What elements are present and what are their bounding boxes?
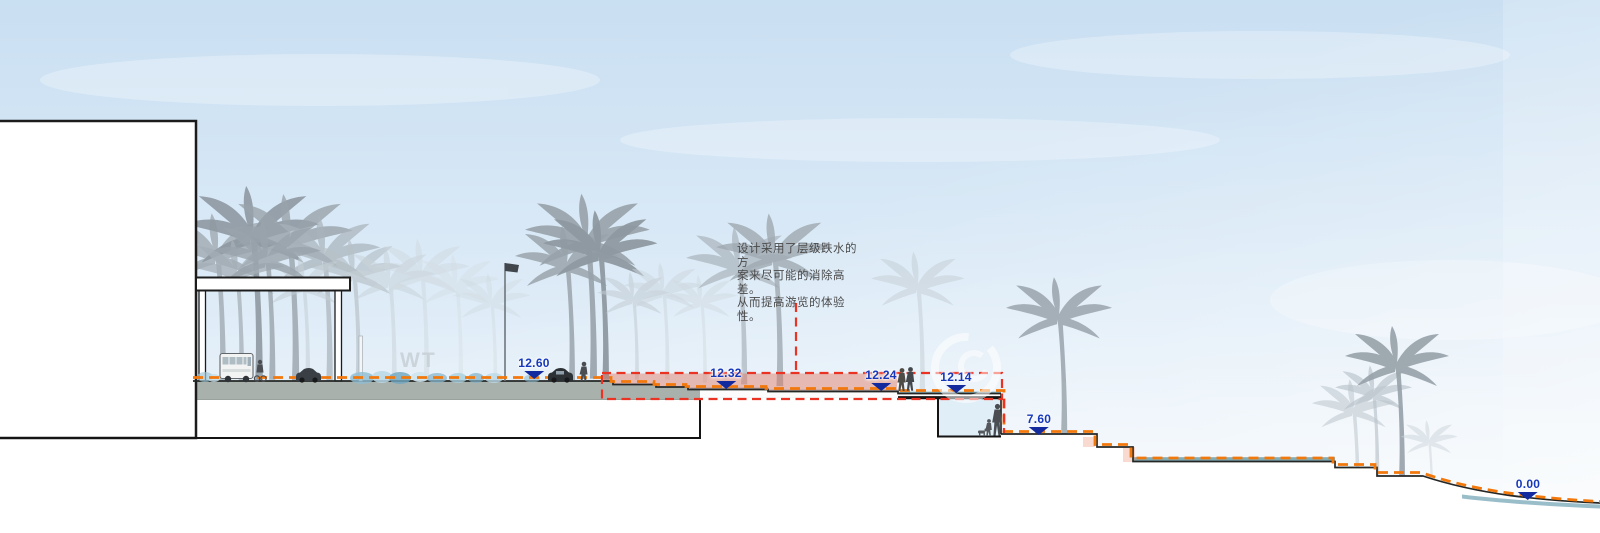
annotation-line: 从而提高游览的体验性。 [737, 297, 845, 323]
terrace-deck [688, 389, 1001, 398]
basement-void [193, 400, 700, 438]
elevation-value: 0.00 [1515, 477, 1541, 491]
spot-level-icon [1518, 492, 1538, 500]
elevation-marker: 12.32 [710, 366, 742, 389]
spot-level-icon [871, 383, 891, 391]
elevation-marker: 12.24 [865, 368, 897, 391]
cloud-streaks [40, 31, 1600, 340]
canopy-column [198, 289, 207, 382]
elevation-value: 12.32 [710, 366, 742, 380]
elevation-marker: 12.14 [940, 370, 972, 393]
bus-icon [219, 352, 254, 383]
annotation-line: 案来尽可能的消除高差。 [737, 270, 845, 296]
flag-icon [504, 263, 519, 381]
elevation-value: 12.14 [940, 370, 972, 384]
spot-level-icon [524, 371, 544, 379]
grade-line-orange-dashed [193, 376, 1600, 503]
spot-level-icon [1029, 427, 1049, 435]
cyclist-icon [253, 359, 267, 382]
elevation-value: 12.24 [865, 368, 897, 382]
watermark-text: WT [400, 349, 437, 372]
section-outlines [193, 380, 1600, 504]
canopy-beam [195, 276, 351, 292]
canopy-column [334, 289, 343, 382]
spot-level-icon [716, 381, 736, 389]
person-icon [992, 403, 1002, 436]
elevation-marker: 7.60 [1027, 412, 1052, 435]
basement-outline [0, 400, 701, 439]
child-icon [985, 419, 992, 436]
below-grade-mask [0, 398, 1600, 533]
elevation-value: 7.60 [1026, 412, 1052, 426]
cascade-highlight-box [600, 371, 1004, 401]
sky-seam [1503, 0, 1600, 500]
sea-water [1462, 494, 1600, 509]
road-slab [193, 381, 700, 400]
elevation-value: 12.60 [518, 356, 550, 370]
person-icon [897, 368, 906, 391]
annotation-line: 设计采用了层级跌水的方 [737, 243, 857, 269]
person-icon [579, 361, 588, 381]
car-icon [548, 368, 573, 383]
annotation-note: 设计采用了层级跌水的方 案来尽可能的消除高差。 从而提高游览的体验性。 [737, 243, 867, 324]
highlight-red-dashed [600, 303, 1006, 433]
undercroft-recess [939, 399, 1000, 436]
recess-outline [937, 398, 1001, 438]
elevation-marker: 0.00 [1516, 477, 1541, 500]
car-icon [296, 368, 321, 383]
person-icon [905, 367, 915, 391]
elevation-marker: 12.60 [518, 356, 550, 379]
building [0, 119, 198, 440]
spot-level-icon [946, 385, 966, 393]
watermark-logo-icon [931, 332, 1001, 403]
dog-icon [978, 428, 987, 437]
